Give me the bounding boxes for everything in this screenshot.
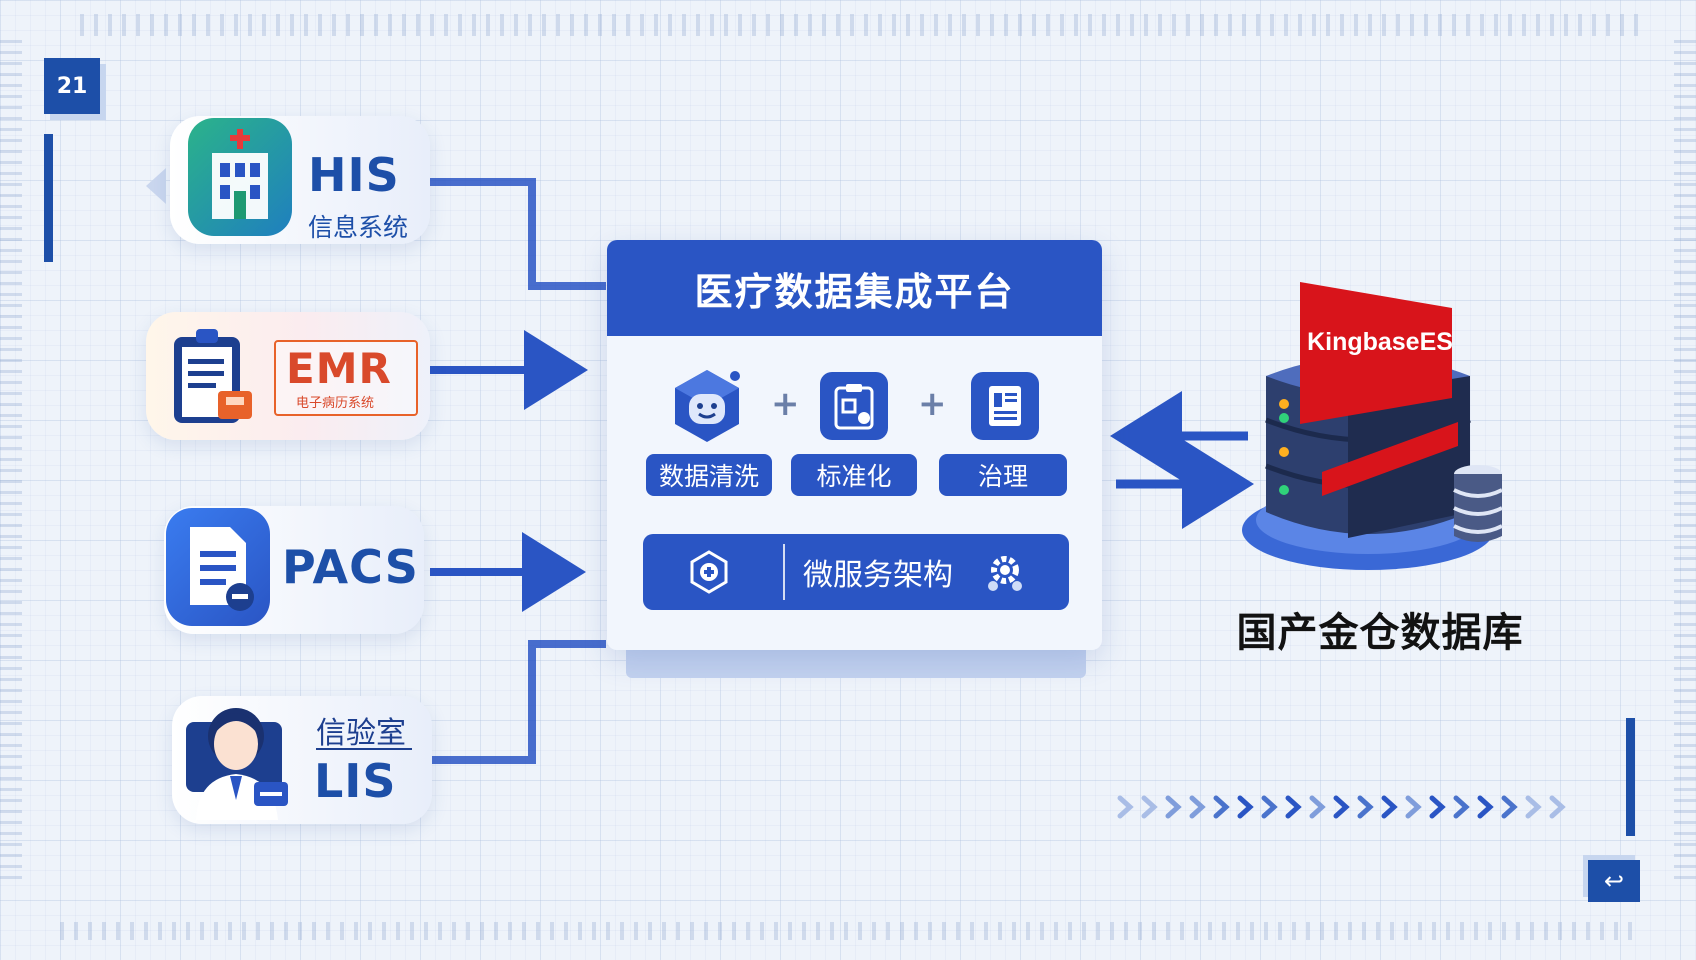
bottom-edge-decoration xyxy=(60,922,1640,940)
left-edge-decoration xyxy=(0,40,22,880)
lis-divider xyxy=(316,748,412,750)
document-list-icon xyxy=(971,372,1039,440)
lis-card[interactable]: 信验室 LIS xyxy=(172,696,432,824)
robot-face-icon xyxy=(667,366,747,446)
emr-card[interactable]: EMR 电子病历系统 xyxy=(146,312,430,440)
pacs-title: PACS xyxy=(282,540,419,594)
gear-cluster-icon xyxy=(983,550,1027,598)
top-edge-decoration xyxy=(80,14,1640,36)
document-minus-icon xyxy=(166,508,270,626)
his-connector xyxy=(430,178,606,290)
feature-governance: 治理 xyxy=(939,454,1067,496)
lis-subtitle: 信验室 xyxy=(316,716,406,751)
platform-title: 医疗数据集成平台 xyxy=(607,240,1102,336)
his-left-pointer xyxy=(146,168,166,204)
database-caption: 国产金仓数据库 xyxy=(1236,610,1524,656)
database-server-icon xyxy=(1238,276,1518,580)
plus-sign-2: + xyxy=(918,384,947,424)
emr-subtitle: 电子病历系统 xyxy=(296,396,375,411)
his-title: HIS xyxy=(308,148,400,202)
back-nav-button[interactable]: ↩ xyxy=(1588,860,1640,902)
feature-standardization: 标准化 xyxy=(791,454,917,496)
kingbase-brand-label: KingbaseES xyxy=(1307,328,1453,356)
microservice-bar: 微服务架构 xyxy=(643,534,1069,610)
his-card[interactable]: HIS 信息系统 xyxy=(170,116,430,244)
left-accent-bar xyxy=(44,134,53,262)
microservice-divider xyxy=(783,544,785,600)
right-accent-bar xyxy=(1626,718,1635,836)
hospital-building-icon xyxy=(188,118,292,236)
plus-sign-1: + xyxy=(771,384,800,424)
chevron-trail xyxy=(1117,795,1566,819)
lab-technician-avatar-icon xyxy=(182,696,292,820)
right-edge-decoration xyxy=(1674,40,1696,880)
his-subtitle: 信息系统 xyxy=(308,213,409,242)
microservice-label: 微服务架构 xyxy=(803,558,953,593)
lis-title: LIS xyxy=(314,754,397,808)
shield-hexagon-icon xyxy=(689,550,729,598)
integration-platform: 医疗数据集成平台 + + 数据清洗 xyxy=(607,240,1102,650)
lis-connector xyxy=(430,640,606,764)
page-number: 21 xyxy=(44,58,100,114)
emr-title: EMR xyxy=(286,344,392,393)
clipboard-document-icon xyxy=(160,318,264,436)
emr-label-frame: EMR 电子病历系统 xyxy=(274,340,418,416)
pacs-card[interactable]: PACS xyxy=(164,506,424,634)
clipboard-check-icon xyxy=(820,372,888,440)
feature-data-cleaning: 数据清洗 xyxy=(646,454,772,496)
